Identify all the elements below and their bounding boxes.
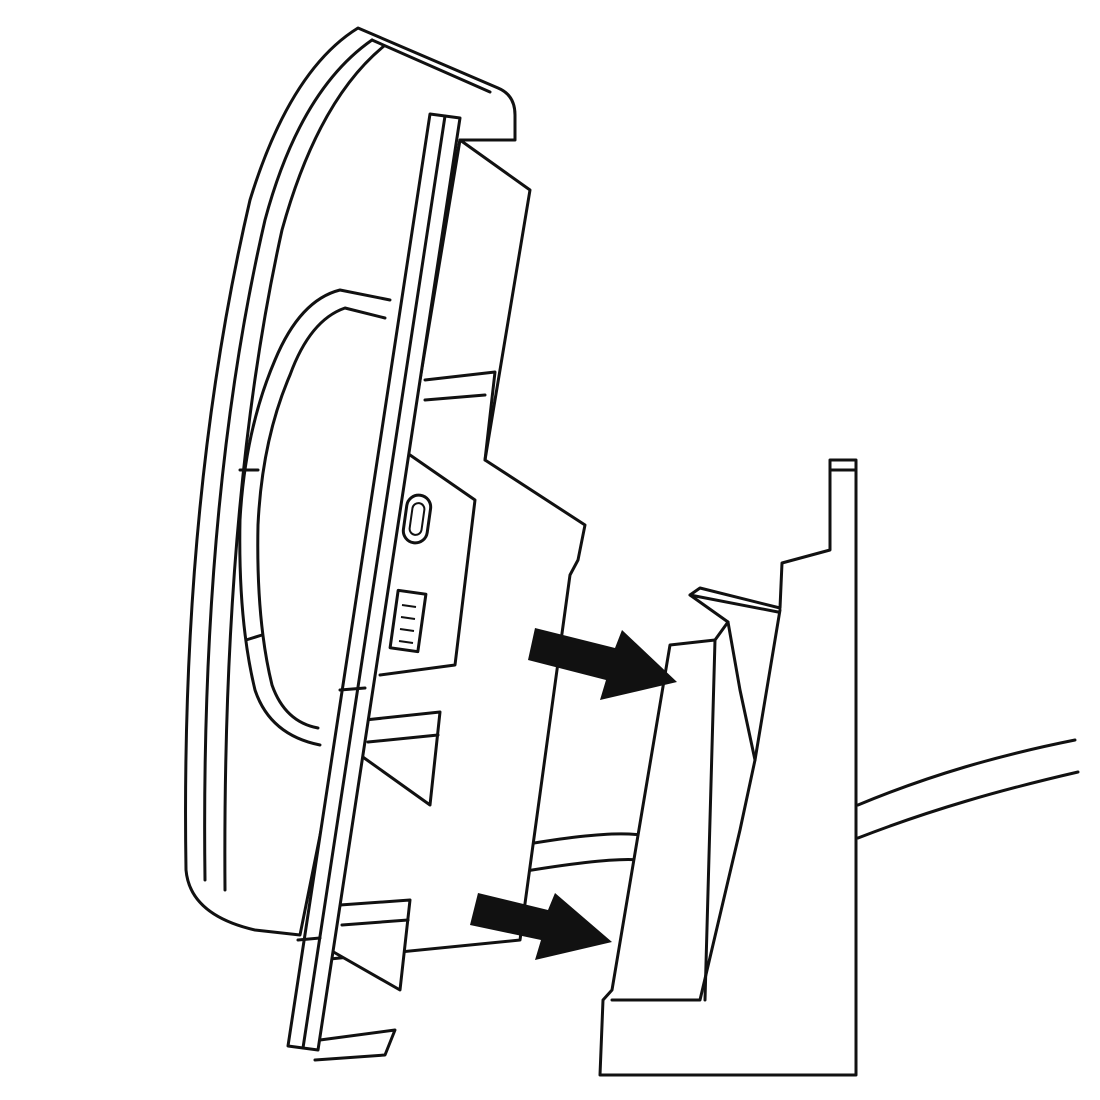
arrow-right-icon <box>528 628 677 700</box>
usb-a-port-icon <box>388 588 428 654</box>
arrow-right-icon <box>470 893 612 960</box>
docking-stand <box>598 458 858 1077</box>
handset-front-plate <box>286 112 462 1052</box>
usb-c-port-icon <box>401 493 433 545</box>
handset-base-body <box>313 138 587 1062</box>
